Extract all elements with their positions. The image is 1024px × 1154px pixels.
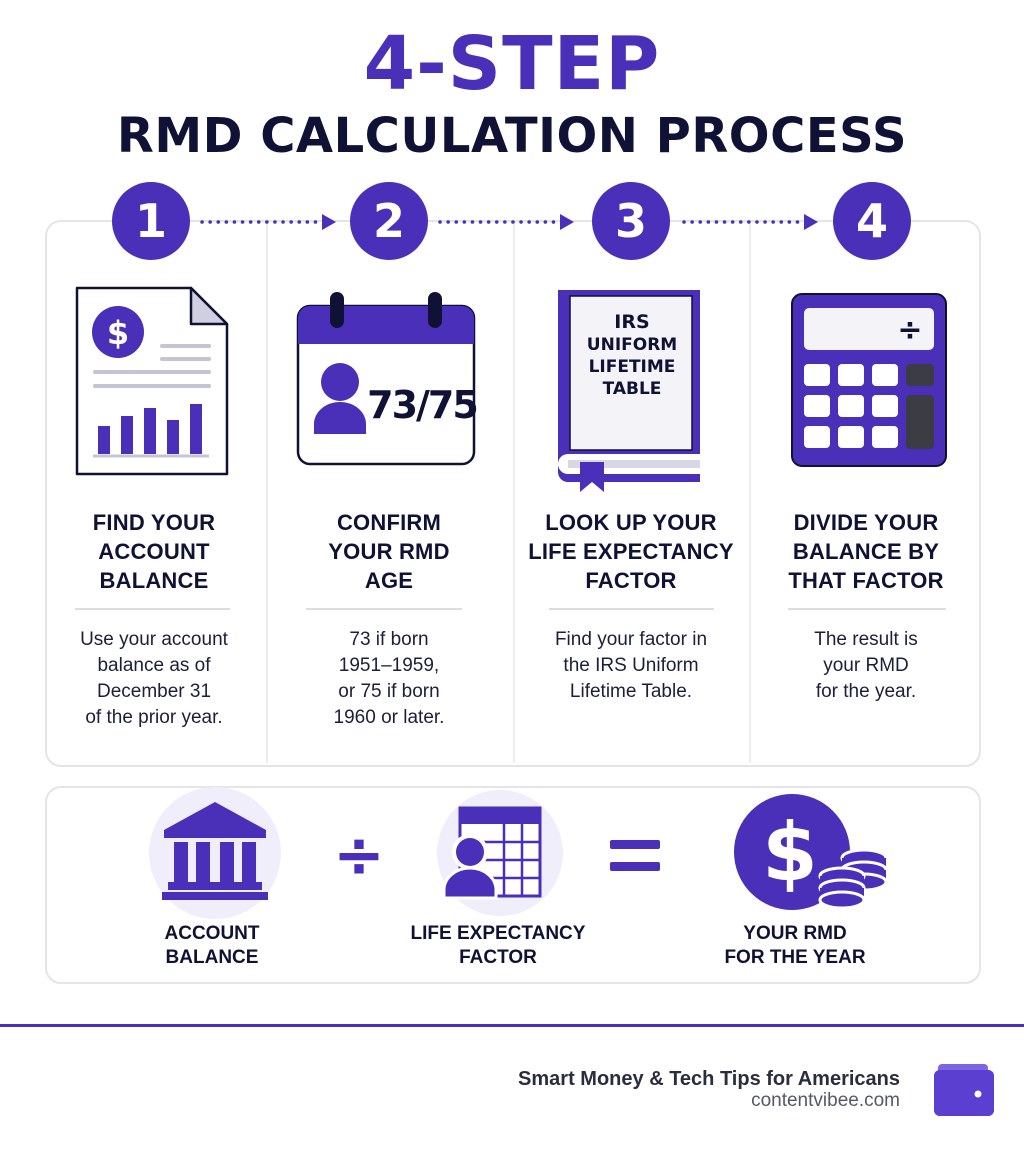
document-dollar-chart-icon: $ — [75, 286, 229, 476]
page-subtitle: RMD CALCULATION PROCESS — [116, 108, 908, 164]
dollar-symbol: $ — [762, 806, 818, 899]
life-expectancy-table-icon — [437, 790, 563, 916]
footer-url[interactable]: contentvibee.com — [751, 1090, 900, 1111]
calendar-age-icon: 73/75 — [296, 292, 478, 466]
column-divider — [513, 222, 515, 763]
arrow-right-icon — [438, 214, 574, 230]
book-text-line: LIFETIME — [589, 357, 676, 377]
step-1-badge: 1 — [112, 182, 190, 260]
book-text-line: TABLE — [603, 379, 662, 399]
dollar-coins-icon: $ — [734, 794, 888, 910]
footer-tagline: Smart Money & Tech Tips for Americans — [518, 1068, 900, 1090]
svg-text:$: $ — [107, 314, 129, 352]
divide-icon: ÷ — [333, 818, 385, 891]
age-label: 73/75 — [367, 383, 477, 427]
arrow-right-icon — [200, 214, 336, 230]
bank-icon — [149, 787, 281, 919]
calculator-icon: ÷ — [791, 293, 947, 467]
footer-divider — [0, 1024, 1024, 1027]
book-icon: IRS UNIFORM LIFETIME TABLE — [558, 290, 700, 492]
column-divider — [749, 222, 751, 763]
divide-key-label: ÷ — [897, 313, 922, 348]
page-title: 4-STEP — [363, 21, 661, 107]
wallet-icon — [934, 1064, 994, 1116]
step-divider — [788, 608, 946, 610]
book-text-line: IRS — [614, 311, 649, 333]
step-divider — [306, 608, 462, 610]
book-text-line: UNIFORM — [587, 335, 677, 355]
step-divider — [549, 608, 714, 610]
equals-icon — [610, 840, 660, 871]
step-2-badge: 2 — [350, 182, 428, 260]
step-divider — [75, 608, 230, 610]
step-4-badge: 4 — [833, 182, 911, 260]
column-divider — [266, 222, 268, 763]
arrow-right-icon — [682, 214, 818, 230]
step-3-badge: 3 — [592, 182, 670, 260]
